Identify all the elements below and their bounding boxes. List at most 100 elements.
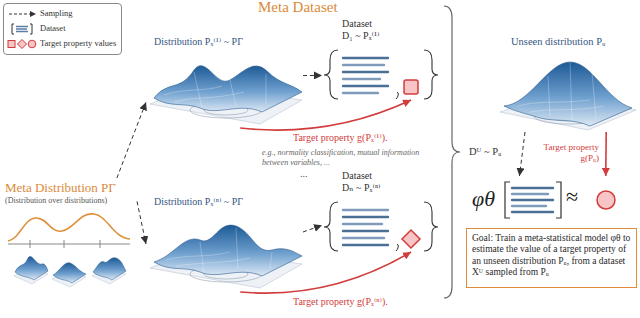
model-input-bracket-part [597,191,615,209]
mini-surfaces [14,256,126,287]
dataset-bracket-1-part-part [343,78,380,80]
legend-square [8,40,15,47]
distribution-surface-1 [150,66,302,124]
distribution-surface-n-part [154,225,302,276]
dataset-bracket-n [324,202,438,251]
target-property-arrow [240,252,411,293]
sampling-arrow [303,225,322,232]
dataset-bracket-1-part-part [343,85,388,87]
legend-swatch [7,8,37,20]
legend-swatch [7,38,37,50]
approx-sign: ≈ [566,184,578,210]
dataset-bracket-1-part [404,80,418,94]
meta-dataset-bracket [444,6,460,298]
legend-dash [9,13,31,14]
legend-box: SamplingDatasetTarget property values [3,3,122,55]
meta-statistical-model: φθ [468,176,634,224]
legend-row: Sampling [7,6,116,21]
dataset-bracket-n-part-part-part [343,237,384,239]
meta-curve-part [30,240,31,248]
dataset-heading: Dataset [342,170,442,182]
dataset-bracket-1-part-part [343,57,388,59]
meta-curve [8,214,130,248]
sampling-arrow [117,102,146,178]
meta-dataset-bracket-part [444,6,460,298]
legend-bracket [12,24,32,34]
sampling-arrow [303,75,322,76]
legend-diamond [18,39,27,48]
target-property-arrow [240,100,411,130]
mini-surfaces-part-part [93,258,126,280]
edge-label: Dᵁ ~ Pᵤ [468,146,518,159]
model-input-bracket-part-part [512,187,553,189]
distribution-label: Distribution Pₓ⁽ⁿ⁾ ~ PΓ [154,196,303,208]
dataset-bracket-1-part [324,50,338,99]
mini-surfaces-part-part [15,256,48,280]
legend-text: Sampling [40,8,73,18]
model-input-bracket [505,182,615,218]
model-input-bracket-part [556,182,561,218]
dataset-sampling: D₁ ~ Pₓ⁽¹⁾ [342,30,442,42]
dataset-heading: Dataset [342,18,442,30]
unseen-surface-part [504,62,632,126]
meta-distribution: Meta Distribution PΓ(Distribution over d… [3,178,137,295]
dataset-bracket-1-part [396,92,398,99]
model-input-bracket-part-part [512,211,553,213]
dataset-bracket-n-part-part [396,244,398,251]
sampling-arrow [519,132,525,176]
sampling-arrow [137,201,146,244]
model-input-bracket-part-part [512,199,553,201]
meta-curve-part [8,244,130,245]
mini-surfaces-part-part [53,263,86,283]
dataset-bracket-n-part [324,202,438,251]
mini-surfaces-part [52,263,86,287]
distribution-surface: Distribution Pₓ⁽ⁿ⁾ ~ PΓ [146,196,303,292]
goal-text: Goal: Train a meta-statistical model φθ … [472,233,631,279]
dataset-sampling: Dₙ ~ Pₓ⁽ⁿ⁾ [342,182,442,194]
edge-label: Target property g(Pᵤ) [528,142,600,164]
meta-curve-part [8,214,130,241]
distribution-label: Distribution Pₓ⁽¹⁾ ~ PΓ [154,36,303,48]
dataset-bracket-1 [324,50,438,99]
dataset-bracket-n-part-part-part [343,244,388,246]
example-note: e.g., normality classification, mutual i… [262,148,442,167]
mini-surfaces-part [92,258,126,284]
dataset-bracket-n-part-part-part [343,216,388,218]
distribution-surface-n [150,225,302,288]
dataset-bracket-n-part-part-part [343,209,388,211]
legend-head [30,11,36,17]
legend-doc-lines [16,26,28,31]
mini-surfaces-part [14,256,48,284]
model-input-bracket-part [505,182,510,218]
distribution-surface-1-part [154,66,302,112]
dataset-bracket-1-part-part [343,71,388,73]
unseen-distribution: Unseen distribution Pᵤ [497,36,637,132]
dataset-bracket-n-part-part [343,210,388,245]
target-property-arrow [605,132,607,176]
unseen-surface [500,62,636,130]
edge-label: Target property g(Pₓ⁽¹⁾). [292,132,442,144]
dataset-bracket-1-part-part [343,64,384,66]
edge-label: Target property g(Pₓ⁽ⁿ⁾). [292,296,442,308]
legend-swatch [7,23,37,35]
dataset-bracket-1-part [424,50,438,99]
model-symbol: φθ [472,186,634,212]
model-input-bracket-part-part [512,205,546,207]
dataset-bracket-n-part-part [424,202,438,251]
ellipsis: ... [300,168,308,180]
distribution-surface-n-part [166,228,272,272]
dataset-bracket-n-part-part-part [343,223,382,225]
dataset-bracket-1-part-part [343,92,378,94]
model-input-bracket-part [512,188,553,212]
distribution-surface: Distribution Pₓ⁽¹⁾ ~ PΓ [146,36,303,128]
meta-curve-part [100,240,101,248]
legend-row: Dataset [7,21,116,36]
section-title: Meta Dataset [258,0,338,16]
dataset-bracket: DatasetDₙ ~ Pₓ⁽ⁿ⁾ [322,170,442,252]
meta-distribution-note: (Distribution over distributions) [5,196,135,206]
dataset-bracket-n-part-part-part [343,230,388,232]
dataset-bracket-n-part-part [324,202,338,251]
legend-text: Target property values [40,38,116,48]
dataset-bracket-n-part [402,230,420,248]
